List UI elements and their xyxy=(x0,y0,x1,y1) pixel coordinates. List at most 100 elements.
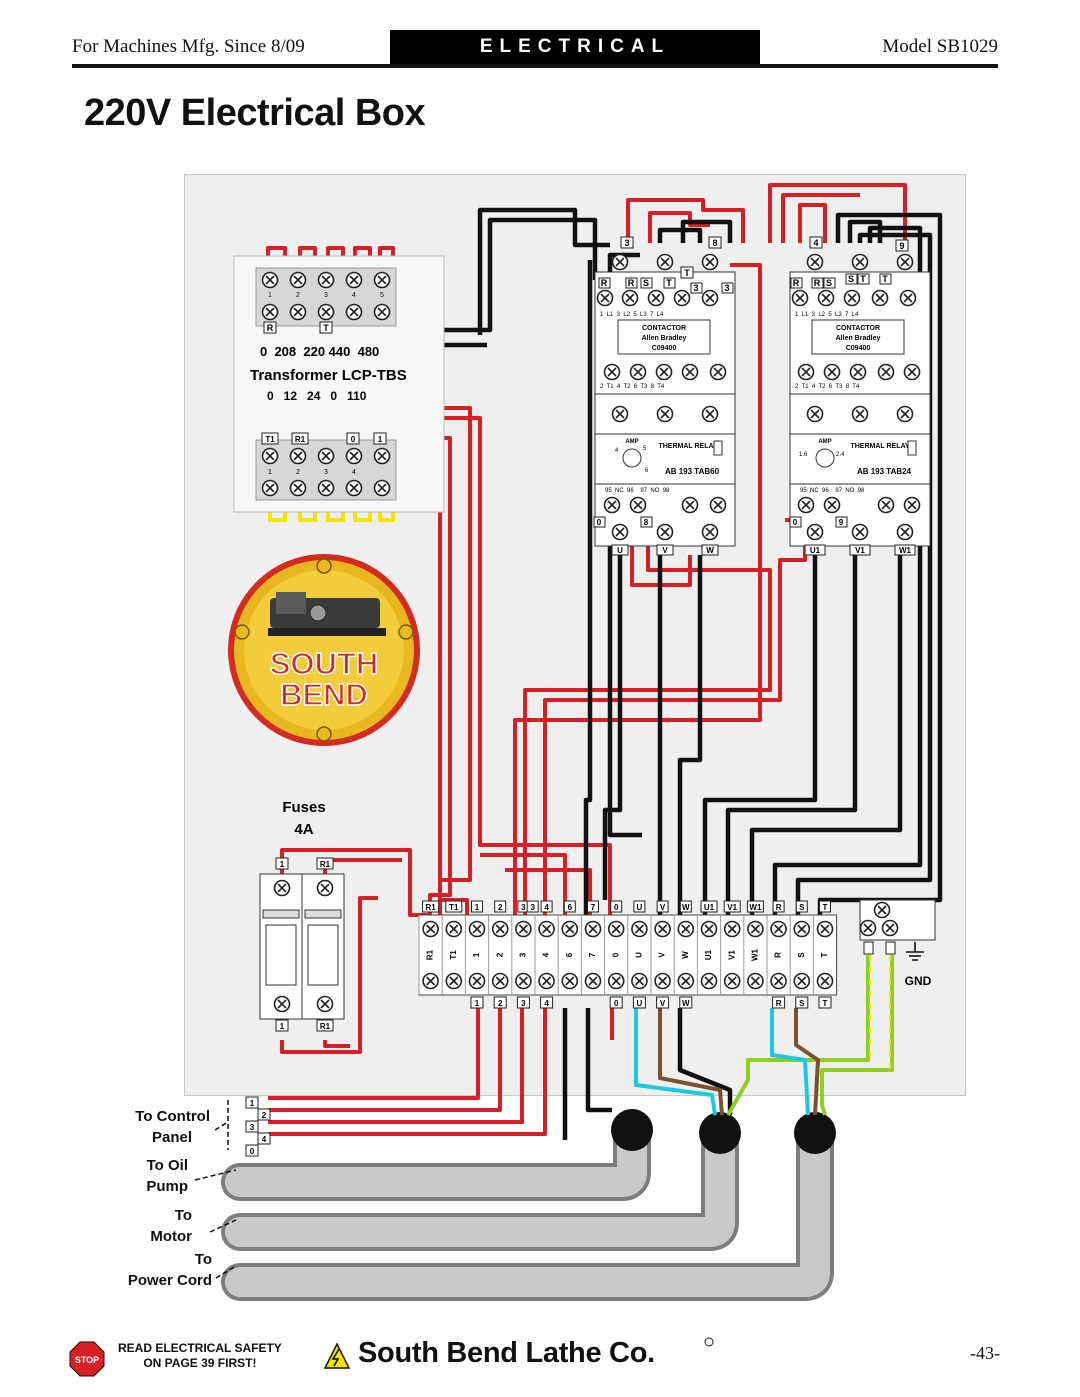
transformer-bottom-tags: T1 R1 0 1 xyxy=(261,432,387,445)
transformer: 1 2 3 4 5 R T 0 208 220 440 480 Transfor… xyxy=(233,255,445,513)
terminal-label: V1 xyxy=(727,950,736,960)
svg-text:S: S xyxy=(826,278,832,288)
svg-text:W: W xyxy=(706,546,714,555)
top-tag-box xyxy=(819,900,831,913)
relay-right-amp: AMP xyxy=(818,439,831,445)
terminal-label: 3 xyxy=(519,952,528,957)
top-tag-label: 7 xyxy=(591,903,596,912)
bottom-tag-label: 3 xyxy=(521,999,526,1008)
svg-text:T: T xyxy=(666,278,672,288)
contactor-left-terminal-row2: 2 T1 4 T2 6 T3 8 T4 xyxy=(600,384,665,390)
bottom-tag-box xyxy=(609,996,623,1009)
bottom-tag-box xyxy=(818,996,832,1009)
terminal-label: T xyxy=(820,952,829,957)
svg-text:3: 3 xyxy=(324,469,328,476)
transformer-name: Transformer LCP-TBS xyxy=(250,367,407,384)
bottom-tag-box xyxy=(679,996,693,1009)
top-tag-box xyxy=(526,900,539,913)
svg-text:T: T xyxy=(860,274,866,284)
svg-text:6: 6 xyxy=(645,468,649,474)
south-bend-logo: SOUTH BEND xyxy=(228,554,420,746)
page-number: -43- xyxy=(970,1343,1000,1363)
top-tag-label: 6 xyxy=(568,903,573,912)
contactor-right-out-terms: U1 V1 W1 xyxy=(804,544,916,556)
svg-text:R: R xyxy=(814,278,821,288)
top-tag-box xyxy=(656,900,669,913)
svg-text:2: 2 xyxy=(296,469,300,476)
terminal-label: 0 xyxy=(611,952,620,957)
fuses-rating: 4A xyxy=(294,821,313,838)
top-tag-label: 1 xyxy=(475,903,480,912)
bottom-tag-box xyxy=(493,996,507,1009)
top-tag-label: T xyxy=(823,903,828,912)
svg-text:1: 1 xyxy=(268,292,272,299)
header-model-text: Model SB1029 xyxy=(882,36,998,57)
warning-triangle-icon xyxy=(323,1342,351,1369)
top-tag-label: 2 xyxy=(498,903,503,912)
bottom-tag-label: U xyxy=(637,999,643,1008)
top-tag-box xyxy=(445,900,463,913)
contactor-right-phase-tags: R R S S T T xyxy=(790,273,892,289)
top-tag-box xyxy=(723,900,741,913)
terminal-label: 2 xyxy=(495,952,504,957)
svg-text:9: 9 xyxy=(899,241,904,251)
top-tag-box xyxy=(494,900,507,913)
top-tag-box xyxy=(772,900,785,913)
top-tag-box xyxy=(587,900,599,913)
top-tag-label: S xyxy=(799,903,805,912)
logo-line2: BEND xyxy=(280,677,368,712)
bottom-tag-box xyxy=(795,996,809,1009)
contactor-left-top-tags: 3 8 T xyxy=(620,236,722,279)
top-tag-label: W xyxy=(682,903,690,912)
label-to-motor: To Motor xyxy=(150,1207,192,1245)
svg-text:0: 0 xyxy=(597,518,602,527)
contactor-right-label: CONTACTOR xyxy=(836,325,880,332)
top-tag-label: R xyxy=(776,903,782,912)
terminal-label: 6 xyxy=(565,952,574,957)
bottom-tag-label: S xyxy=(799,999,805,1008)
top-tag-box xyxy=(422,900,440,913)
relay-left-contacts: 95 NC 96 97 NO 98 xyxy=(605,488,670,494)
contactor-left: 3 8 T R R S T 3 3 1 L1 3 L2 5 L3 7 L4 CO… xyxy=(593,236,736,556)
svg-text:R: R xyxy=(601,278,608,288)
svg-text:R1: R1 xyxy=(320,860,331,869)
transformer-bottom-numbers: 1 2 3 4 xyxy=(268,469,356,476)
relay-left-amp: AMP xyxy=(625,439,638,445)
svg-text:U1: U1 xyxy=(810,546,821,555)
svg-text:1: 1 xyxy=(280,1022,285,1031)
svg-text:3: 3 xyxy=(624,238,629,248)
ground-bar: GND xyxy=(859,899,936,988)
svg-text:4: 4 xyxy=(262,1135,267,1144)
svg-text:2: 2 xyxy=(262,1111,267,1120)
terminal-label: 7 xyxy=(588,952,597,957)
svg-text:9: 9 xyxy=(839,518,844,527)
svg-text:8: 8 xyxy=(712,238,717,248)
relay-left-label: THERMAL RELAY xyxy=(658,443,717,450)
bottom-tag-label: 0 xyxy=(614,999,619,1008)
relay-right-label: THERMAL RELAY xyxy=(850,443,909,450)
top-tag-box xyxy=(700,900,718,913)
terminal-label: T1 xyxy=(449,950,458,960)
bottom-tag-label: V xyxy=(660,999,666,1008)
bottom-tag-label: T xyxy=(823,999,828,1008)
bottom-tag-box xyxy=(632,996,646,1009)
svg-text:5: 5 xyxy=(380,292,384,299)
svg-text:1: 1 xyxy=(280,860,285,869)
relay-right-model: AB 193 TAB24 xyxy=(857,467,912,476)
svg-text:R1: R1 xyxy=(295,435,306,444)
svg-text:T: T xyxy=(882,274,888,284)
svg-text:5: 5 xyxy=(643,446,647,452)
label-to-power-cord: To Power Cord xyxy=(127,1251,212,1289)
svg-text:2: 2 xyxy=(296,292,300,299)
header-left-text: For Machines Mfg. Since 8/09 xyxy=(72,36,305,57)
header-section-tab: ELECTRICAL xyxy=(390,30,760,64)
svg-text:V: V xyxy=(662,546,668,555)
svg-text:0: 0 xyxy=(793,518,798,527)
transformer-secondary-taps: 0 12 24 0 110 xyxy=(267,389,367,403)
svg-text:U: U xyxy=(617,546,623,555)
svg-text:1: 1 xyxy=(378,435,383,444)
page-title: 220V Electrical Box xyxy=(84,92,426,134)
svg-text:T: T xyxy=(684,268,690,278)
top-tag-label: V1 xyxy=(727,903,737,912)
